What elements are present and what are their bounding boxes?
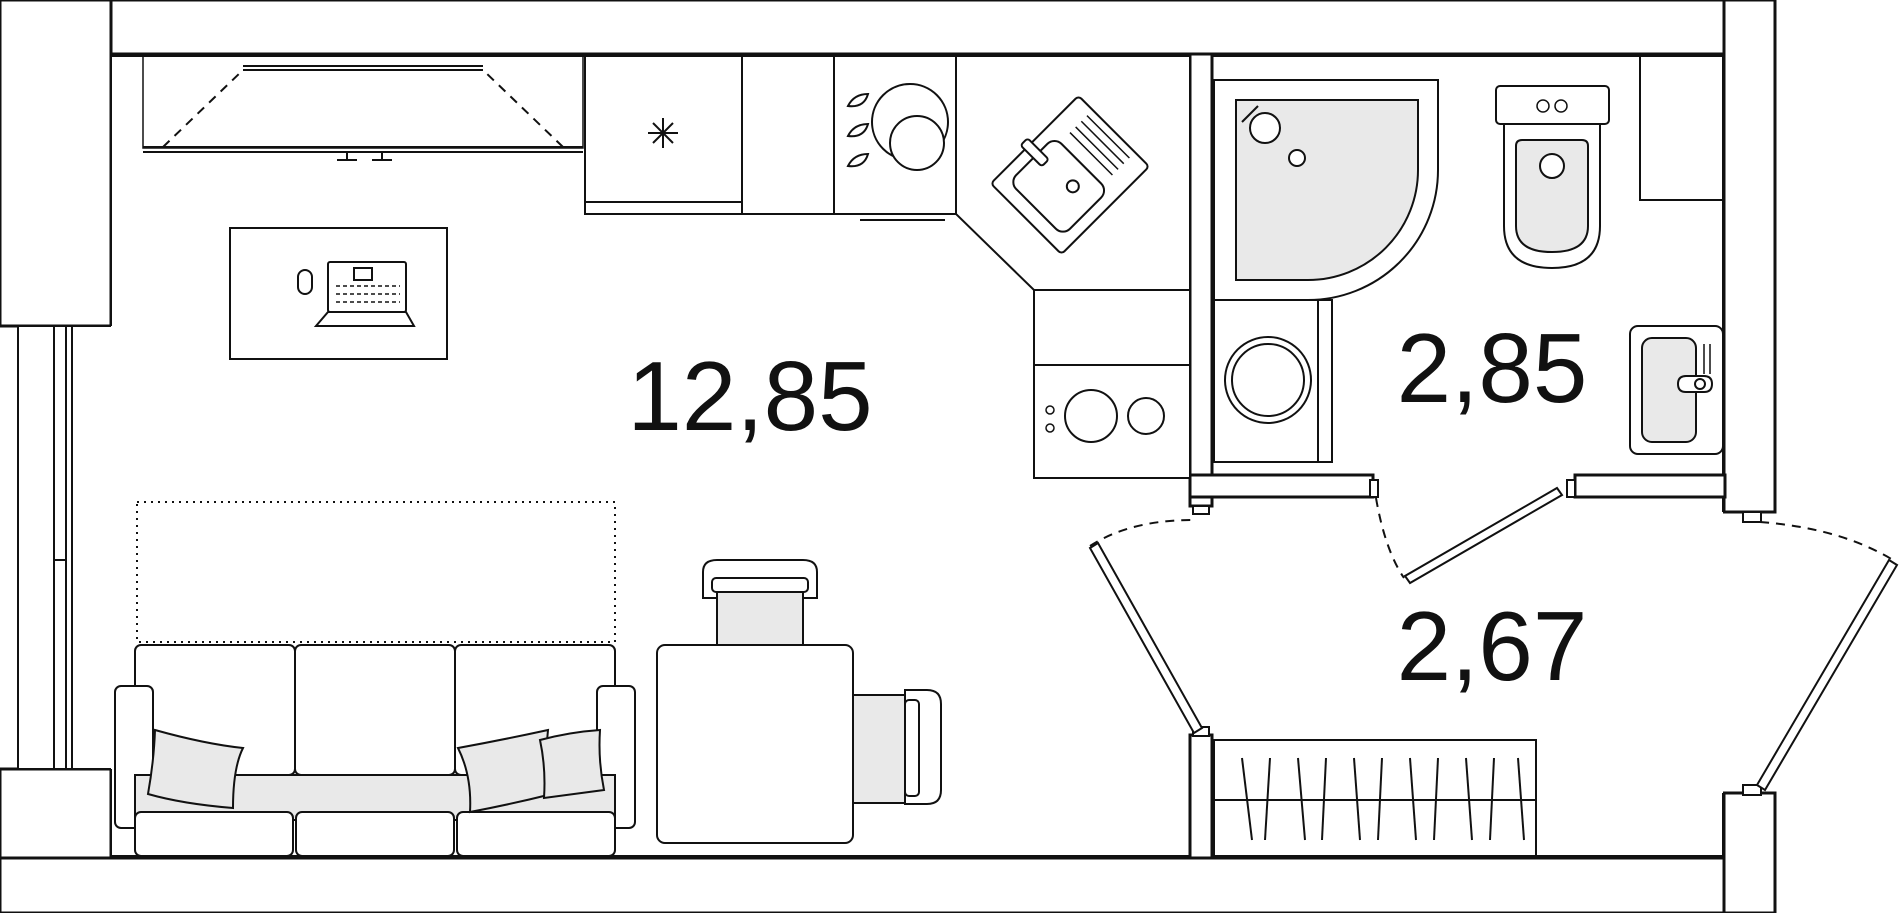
chair-top [702,559,818,646]
partition-walls [1188,52,1762,860]
kitchen [142,55,1191,479]
bathroom [1213,56,1724,585]
dining-set [656,559,942,844]
toilet [1495,85,1610,270]
counter-cabinet [741,55,835,215]
mouse-icon [297,269,313,295]
window-left [0,325,111,770]
bathroom-door [1375,486,1564,585]
wash-basin [1629,325,1724,455]
stove [833,55,957,221]
chair-right [852,689,942,805]
shower [1213,79,1439,301]
snowflake-icon [648,118,678,148]
desk [229,227,448,360]
entrance-door-right [1755,521,1899,792]
range-hood [142,55,584,161]
area-label-main-room: 12,85 [627,341,872,451]
entrance-door-left [1088,519,1204,735]
laptop-icon [313,261,416,327]
dining-table [656,644,854,844]
area-label-bathroom: 2,85 [1397,313,1588,423]
washing-machine [1213,299,1333,463]
hallway [1088,519,1899,857]
fridge [584,55,743,215]
sofa [114,501,636,857]
side-cabinet [1033,289,1191,366]
wardrobe [1213,739,1537,857]
area-label-hallway: 2,67 [1397,591,1588,701]
kitchen-sink [955,55,1191,291]
hob [1033,364,1191,479]
